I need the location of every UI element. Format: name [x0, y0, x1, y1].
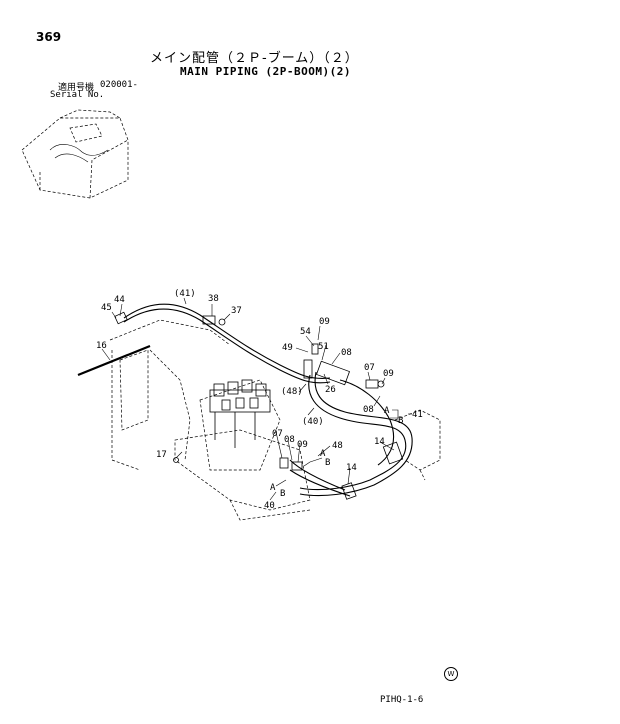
callout-16: 16: [96, 341, 107, 351]
serial-label: Serial No.: [50, 90, 105, 100]
leader-lines: [101, 297, 412, 501]
callout-14: 14: [374, 437, 385, 447]
callout-a: A: [384, 406, 390, 416]
callout-41-b: 41: [412, 410, 423, 420]
callout-07: 07: [364, 363, 375, 373]
watermark-mark: W: [444, 667, 458, 681]
callout-48-b: 48: [332, 441, 343, 451]
callout-09-b: 09: [383, 369, 394, 379]
callout-38: 38: [208, 294, 219, 304]
callout-08-c: 08: [284, 435, 295, 445]
callout-14-b: 14: [346, 463, 357, 473]
callout-b-b: B: [325, 458, 330, 468]
control-valve: [209, 379, 271, 448]
serial-label-japanese: 適用号機: [58, 83, 95, 93]
callout-08: 08: [341, 348, 352, 358]
callout-09-c: 09: [297, 440, 308, 450]
callout-40-b: 40: [264, 501, 275, 511]
callout-a-c: A: [270, 483, 276, 493]
callout-37: 37: [231, 306, 242, 316]
steel-pipe: [77, 344, 151, 377]
callout-a-b: A: [320, 449, 326, 459]
callout-41: (41): [174, 289, 196, 299]
callout-08-b: 08: [363, 405, 374, 415]
page-code: PIHQ-1-6: [380, 695, 424, 705]
callout-48: (48): [281, 387, 303, 397]
callout-07-b: 07: [272, 429, 283, 439]
part-callouts: 44 45 (41) 38 37 16 09 54 49 51 08 26 (4…: [96, 289, 423, 511]
callout-44: 44: [114, 295, 125, 305]
machine-thumbnail: [21, 109, 129, 199]
callout-b: B: [398, 416, 403, 426]
callout-54: 54: [300, 327, 311, 337]
serial-value: 020001-: [100, 80, 138, 90]
callout-17: 17: [156, 450, 167, 460]
page-number: 369: [36, 30, 62, 44]
callout-26: 26: [325, 385, 336, 395]
callout-45: 45: [101, 303, 112, 313]
hoses: [123, 303, 413, 497]
callout-b-c: B: [280, 489, 285, 499]
title-japanese: メイン配管（２Ｐ-ブーム）（２）: [150, 51, 359, 66]
callout-09: 09: [319, 317, 330, 327]
page-title: MAIN PIPING (2P-BOOM)(2): [180, 65, 351, 78]
fittings: [114, 311, 404, 500]
callout-51: 51: [318, 342, 329, 352]
frame-body: [109, 319, 441, 521]
callout-40: (40): [302, 417, 324, 427]
callout-49: 49: [282, 343, 293, 353]
